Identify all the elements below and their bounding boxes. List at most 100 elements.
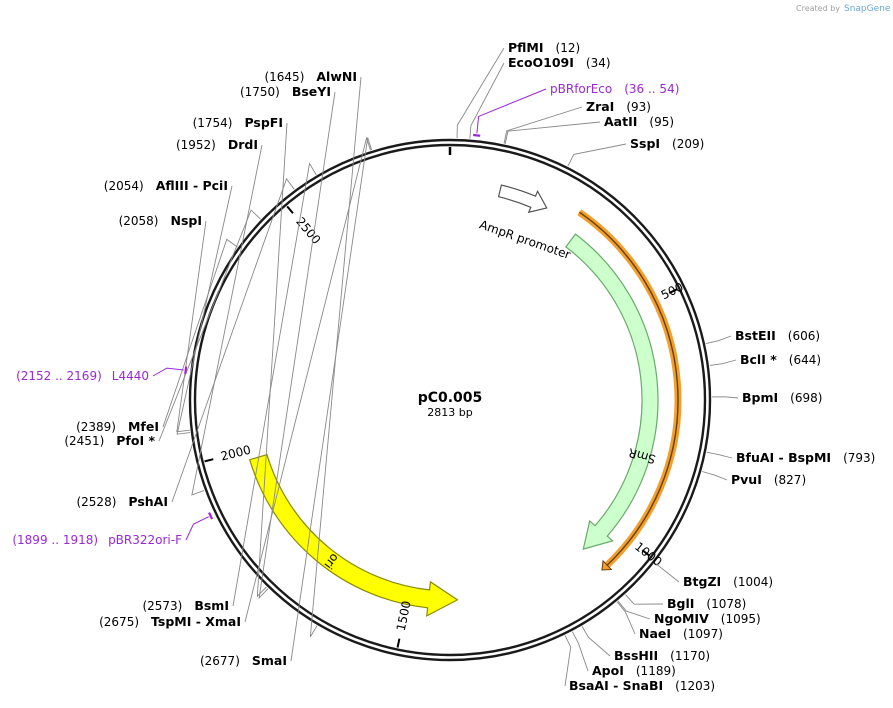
site-aatii-name[interactable]: AatII <box>604 114 637 129</box>
site-alwni-position: (1645) <box>264 70 304 84</box>
primer-l4440-mark[interactable] <box>184 366 188 374</box>
site-afliii-pcii-position: (2054) <box>104 179 144 193</box>
site-afliii-pcii-name[interactable]: AflIII - PciI <box>156 178 228 193</box>
site-pspfi-position: (1754) <box>193 116 233 130</box>
highlight-layer <box>577 209 682 571</box>
site-pvui-leader <box>701 471 728 481</box>
site-pshai-name[interactable]: PshAI <box>128 494 168 509</box>
site-apoi-leader <box>571 631 589 672</box>
primer-l4440-leader <box>152 367 184 377</box>
site-sspi-leader <box>567 143 627 167</box>
site-pvui-position: (827) <box>774 473 806 487</box>
site-bsshii-name[interactable]: BssHII <box>614 648 658 663</box>
site-sspi-position: (209) <box>672 137 704 151</box>
site-bgli-name[interactable]: BglI <box>667 596 694 611</box>
site-bsmi-name[interactable]: BsmI <box>194 598 229 613</box>
site-bgli-leader <box>625 594 664 605</box>
site-bseyi-name[interactable]: BseYI <box>292 84 331 99</box>
site-nspi-name[interactable]: NspI <box>170 213 202 228</box>
primer-layer: pBRforEco(36 .. 54)L4440(2152 .. 2169)pB… <box>12 82 679 547</box>
site-bsshii-leader <box>581 626 611 657</box>
site-naei-position: (1097) <box>683 627 723 641</box>
primer-pbrforeco-range: (36 .. 54) <box>624 82 679 96</box>
site-zrai-name[interactable]: ZraI <box>586 99 614 114</box>
site-nspi-position: (2058) <box>119 214 159 228</box>
feature-smr-arrow[interactable] <box>565 233 659 550</box>
site-apoi-position: (1189) <box>636 664 676 678</box>
primer-l4440-name[interactable]: L4440 <box>112 369 149 383</box>
site-afliii-pcii-leader <box>176 185 233 435</box>
site-bsaai-snabi-name[interactable]: BsaAI - SnaBI <box>569 678 663 693</box>
site-bfuai-bspmi-name[interactable]: BfuAI - BspMI <box>736 450 831 465</box>
site-bsshii-position: (1170) <box>670 649 710 663</box>
site-pspfi-name[interactable]: PspFI <box>244 115 283 130</box>
site-naei-leader <box>616 601 636 635</box>
primer-pbrforeco-leader <box>476 88 547 134</box>
primer-pbr322ori-f-name[interactable]: pBR322ori-F <box>108 533 182 547</box>
site-ngomiv-name[interactable]: NgoMIV <box>654 611 709 626</box>
site-smai-name[interactable]: SmaI <box>252 653 287 668</box>
site-zrai-leader <box>503 106 583 144</box>
site-smai-position: (2677) <box>200 654 240 668</box>
site-bcli-leader <box>709 359 737 366</box>
site-bpmi-name[interactable]: BpmI <box>742 390 778 405</box>
site-apoi-name[interactable]: ApoI <box>592 663 624 678</box>
site-bsmi-position: (2573) <box>142 599 182 613</box>
site-bsmi-leader <box>232 162 317 607</box>
brand-created-by: Created by <box>796 4 840 13</box>
primer-pbr322ori-f-leader <box>185 516 209 541</box>
site-drdi-position: (1952) <box>176 138 216 152</box>
site-pflmi-leader <box>456 47 505 139</box>
site-pfoi-leader <box>158 209 261 442</box>
primer-pbrforeco-name[interactable]: pBRforEco <box>550 82 612 96</box>
site-naei-name[interactable]: NaeI <box>639 626 671 641</box>
feature-ori-arrow[interactable] <box>248 453 459 617</box>
site-bpmi-position: (698) <box>790 391 822 405</box>
site-mfei-position: (2389) <box>76 420 116 434</box>
site-bsteii-name[interactable]: BstEII <box>735 328 776 343</box>
site-bcli-name[interactable]: BclI * <box>740 352 777 367</box>
site-ecoo109i-position: (34) <box>586 56 611 70</box>
site-tspmi-xmai-position: (2675) <box>99 615 139 629</box>
primer-pbrforeco-mark[interactable] <box>473 133 481 137</box>
site-pshai-position: (2528) <box>76 495 116 509</box>
site-tspmi-xmai-leader <box>244 136 371 623</box>
site-bseyi-leader <box>258 91 336 600</box>
site-tspmi-xmai-name[interactable]: TspMI - XmaI <box>151 614 241 629</box>
site-bseyi-position: (1750) <box>240 85 280 99</box>
site-pvui-name[interactable]: PvuI <box>731 472 762 487</box>
site-pflmi-name[interactable]: PflMI <box>508 40 544 55</box>
site-bfuai-bspmi-position: (793) <box>843 451 875 465</box>
site-zrai-position: (93) <box>626 100 651 114</box>
feature-ampr-promoter-label: AmpR promoter <box>478 217 573 262</box>
tick-mark <box>668 288 678 294</box>
site-aatii-leader <box>504 121 601 144</box>
site-btgzi-position: (1004) <box>733 575 773 589</box>
feature-ampr-promoter-arrow[interactable] <box>497 184 548 214</box>
site-mfei-name[interactable]: MfeI <box>128 419 159 434</box>
site-ngomiv-position: (1095) <box>721 612 761 626</box>
site-nspi-leader <box>176 220 207 433</box>
tick-label: 2000 <box>219 443 252 464</box>
tick-mark <box>641 549 651 557</box>
primer-pbr322ori-f-range: (1899 .. 1918) <box>12 533 98 547</box>
site-drdi-name[interactable]: DrdI <box>228 137 258 152</box>
site-ecoo109i-name[interactable]: EcoO109I <box>508 55 574 70</box>
site-bfuai-bspmi-leader <box>706 451 733 459</box>
tick-mark <box>396 638 401 648</box>
highlight-line <box>578 211 679 568</box>
site-alwni-name[interactable]: AlwNI <box>316 69 357 84</box>
site-pspfi-leader <box>256 122 288 598</box>
tick-label: 1500 <box>394 599 414 632</box>
tick-mark <box>204 458 214 463</box>
site-bsaai-snabi-leader <box>564 635 572 687</box>
tick-mark <box>286 205 294 214</box>
site-pfoi-name[interactable]: PfoI * <box>116 433 155 448</box>
site-bsaai-snabi-position: (1203) <box>675 679 715 693</box>
site-btgzi-name[interactable]: BtgZI <box>683 574 721 589</box>
site-pflmi-position: (12) <box>556 41 581 55</box>
backbone-inner-strand <box>193 143 707 657</box>
primer-pbr322ori-f-mark[interactable] <box>208 512 214 520</box>
site-sspi-name[interactable]: SspI <box>630 136 660 151</box>
